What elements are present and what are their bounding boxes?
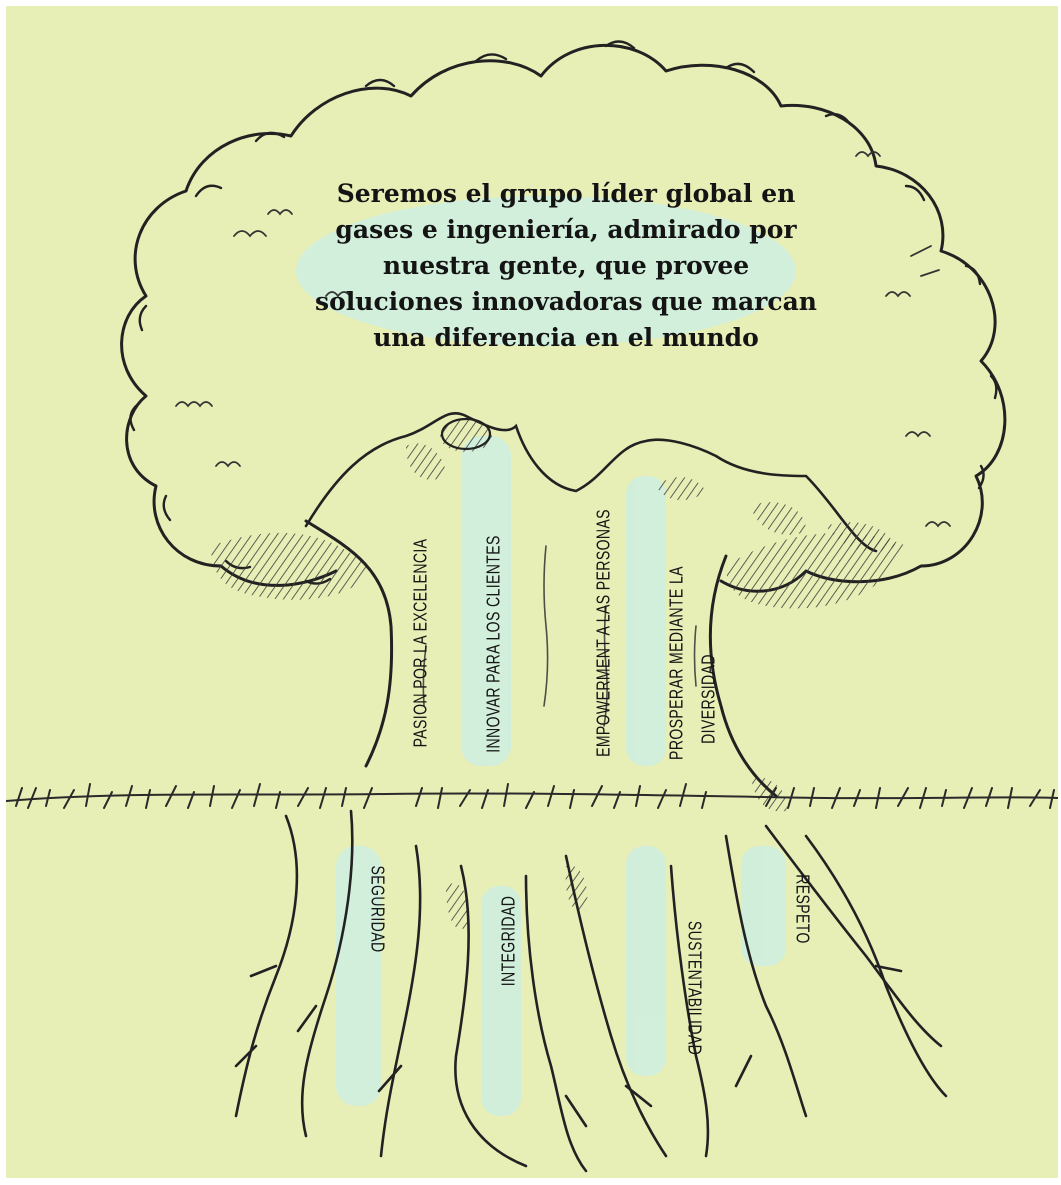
trunk-value-label: EMPOWERMENT A LAS PERSONAS — [594, 509, 615, 757]
root-value-label: RESPETO — [792, 874, 813, 944]
grass — [6, 784, 1058, 808]
trunk-value-label: PASION POR LA EXCELENCIA — [411, 539, 432, 748]
root-value-label: INTEGRIDAD — [499, 896, 520, 986]
root-value-label: SUSTENTABILIDAD — [684, 921, 705, 1055]
shading — [211, 420, 906, 929]
trunk-value-label: DIVERSIDAD — [699, 654, 720, 744]
trunk-value-label: PROSPERAR MEDIANTE LA — [667, 566, 688, 760]
vision-statement: Seremos el grupo líder global en gases e… — [306, 176, 826, 356]
vision-line: Seremos el grupo líder global en — [306, 176, 826, 212]
vision-line: soluciones innovadoras que marcan — [306, 284, 826, 320]
vision-line: nuestra gente, que provee — [306, 248, 826, 284]
root-value-label: SEGURIDAD — [367, 866, 388, 953]
vision-line: una diferencia en el mundo — [306, 320, 826, 356]
vision-line: gases e ingeniería, admirado por — [306, 212, 826, 248]
tree-diagram: Seremos el grupo líder global en gases e… — [6, 6, 1058, 1178]
trunk-value-label: INNOVAR PARA LOS CLIENTES — [484, 535, 505, 753]
